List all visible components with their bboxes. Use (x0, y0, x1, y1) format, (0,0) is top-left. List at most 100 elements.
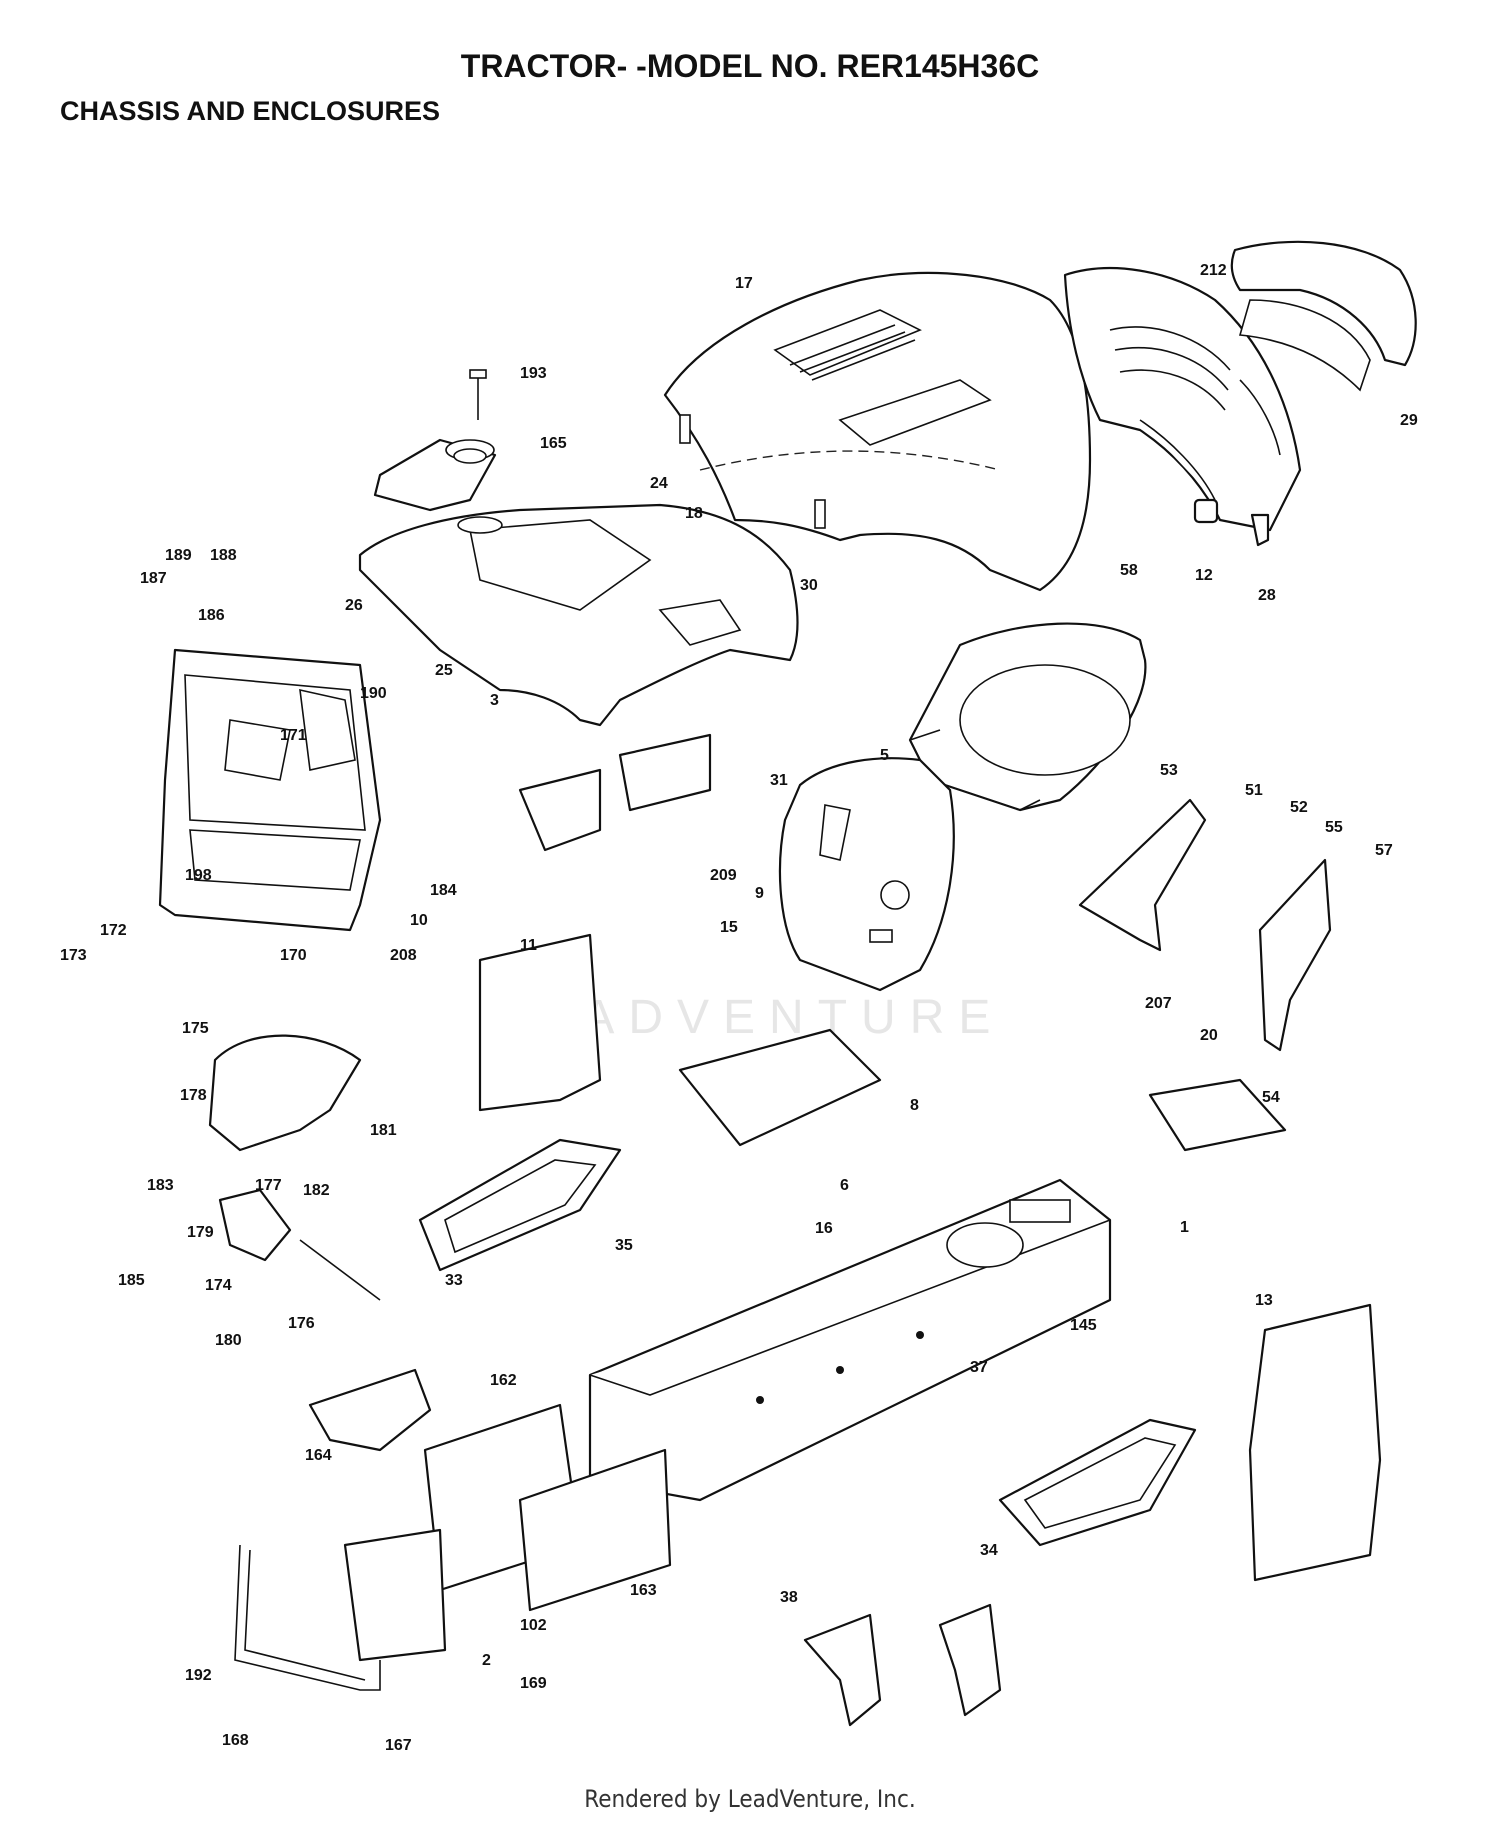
bracket-part-55 (1258, 858, 1332, 1052)
clip-part-12 (1193, 498, 1219, 524)
diagram-subtitle: CHASSIS AND ENCLOSURES (60, 96, 441, 126)
callout-10: 10 (410, 912, 428, 929)
footrest-part-33 (418, 1138, 622, 1272)
plate-part-6 (678, 1028, 882, 1147)
bracket-part-38b (938, 1603, 1002, 1717)
callout-18: 18 (685, 505, 703, 522)
mount-plate-part-20 (1148, 1078, 1287, 1152)
callout-171: 171 (280, 727, 307, 744)
frame-part-1 (588, 1178, 1112, 1502)
bracket-part-38a (803, 1613, 882, 1727)
callout-181: 181 (370, 1122, 397, 1139)
footrest-part-34 (998, 1418, 1197, 1547)
callout-8: 8 (910, 1097, 919, 1114)
callout-15: 15 (720, 919, 738, 936)
callout-31: 31 (770, 772, 788, 789)
callout-168: 168 (222, 1732, 249, 1749)
callout-177: 177 (255, 1177, 282, 1194)
callout-198: 198 (185, 867, 212, 884)
callout-165: 165 (540, 435, 567, 452)
rod-part-176 (299, 1239, 381, 1301)
callout-26: 26 (345, 597, 363, 614)
callout-180: 180 (215, 1332, 242, 1349)
hood-trim-part-29 (1230, 240, 1417, 392)
dash-panel-part-170 (158, 648, 382, 932)
callout-11: 11 (520, 937, 537, 954)
hood-part-17 (663, 271, 1092, 592)
callout-169: 169 (520, 1675, 547, 1692)
bolt-part-193 (469, 369, 487, 420)
bracket-part-164 (308, 1368, 432, 1452)
callout-208: 208 (390, 947, 417, 964)
callout-53: 53 (1160, 762, 1178, 779)
callout-6: 6 (840, 1177, 849, 1194)
callout-162: 162 (490, 1372, 517, 1389)
seat-pan-part-58 (908, 622, 1147, 812)
lever-part-174 (218, 1188, 292, 1262)
bumper-part-167 (234, 1544, 381, 1691)
callout-25: 25 (435, 662, 453, 679)
callout-185: 185 (118, 1272, 145, 1289)
callout-54: 54 (1262, 1089, 1280, 1106)
callout-33: 33 (445, 1272, 463, 1289)
callout-170: 170 (280, 947, 307, 964)
bracket-part-28 (1250, 513, 1270, 547)
callout-207: 207 (1145, 995, 1172, 1012)
callout-51: 51 (1245, 782, 1263, 799)
callout-16: 16 (815, 1220, 833, 1237)
bracket-part-31b (618, 733, 712, 812)
side-plate-part-163 (518, 1448, 672, 1612)
callout-5: 5 (880, 747, 889, 764)
callout-173: 173 (60, 947, 87, 964)
callout-102: 102 (520, 1617, 547, 1634)
side-panel-part-11 (478, 933, 602, 1112)
callout-209: 209 (710, 867, 737, 884)
callout-189: 189 (165, 547, 192, 564)
callout-52: 52 (1290, 799, 1308, 816)
callout-28: 28 (1258, 587, 1276, 604)
callout-163: 163 (630, 1582, 657, 1599)
callout-212: 212 (1200, 262, 1227, 279)
callout-179: 179 (187, 1224, 214, 1241)
bracket-part-53 (1078, 798, 1207, 952)
callout-35: 35 (615, 1237, 633, 1254)
diagram-title: TRACTOR- -MODEL NO. RER145H36C (460, 48, 1040, 84)
callout-182: 182 (303, 1182, 330, 1199)
side-panel-part-13 (1248, 1303, 1382, 1582)
callout-174: 174 (205, 1277, 232, 1294)
callout-29: 29 (1400, 412, 1418, 429)
callout-3: 3 (490, 692, 499, 709)
callout-2: 2 (482, 1652, 491, 1669)
callout-17: 17 (735, 275, 753, 292)
callout-20: 20 (1200, 1027, 1218, 1044)
callout-175: 175 (182, 1020, 209, 1037)
callout-192: 192 (185, 1667, 212, 1684)
callout-24: 24 (650, 475, 668, 492)
callout-13: 13 (1255, 1292, 1273, 1309)
shield-part-175 (208, 1034, 362, 1152)
callout-58: 58 (1120, 562, 1138, 579)
callout-9: 9 (755, 885, 764, 902)
callout-186: 186 (198, 607, 225, 624)
callout-193: 193 (520, 365, 547, 382)
fuel-cover-part-165 (373, 438, 497, 512)
callout-183: 183 (147, 1177, 174, 1194)
fender-pan-part-30 (358, 503, 799, 727)
callout-1: 1 (1180, 1219, 1189, 1236)
callout-178: 178 (180, 1087, 207, 1104)
callout-172: 172 (100, 922, 127, 939)
callout-184: 184 (430, 882, 457, 899)
callout-30: 30 (800, 577, 818, 594)
callout-145: 145 (1070, 1317, 1097, 1334)
callout-34: 34 (980, 1542, 998, 1559)
callout-37: 37 (970, 1359, 988, 1376)
callout-188: 188 (210, 547, 237, 564)
hitch-part-2 (343, 1528, 447, 1662)
bracket-part-31a (518, 768, 602, 852)
callout-187: 187 (140, 570, 167, 587)
footer-credit: Rendered by LeadVenture, Inc. (584, 1785, 916, 1813)
steering-plate-part-9 (778, 757, 955, 992)
callout-55: 55 (1325, 819, 1343, 836)
